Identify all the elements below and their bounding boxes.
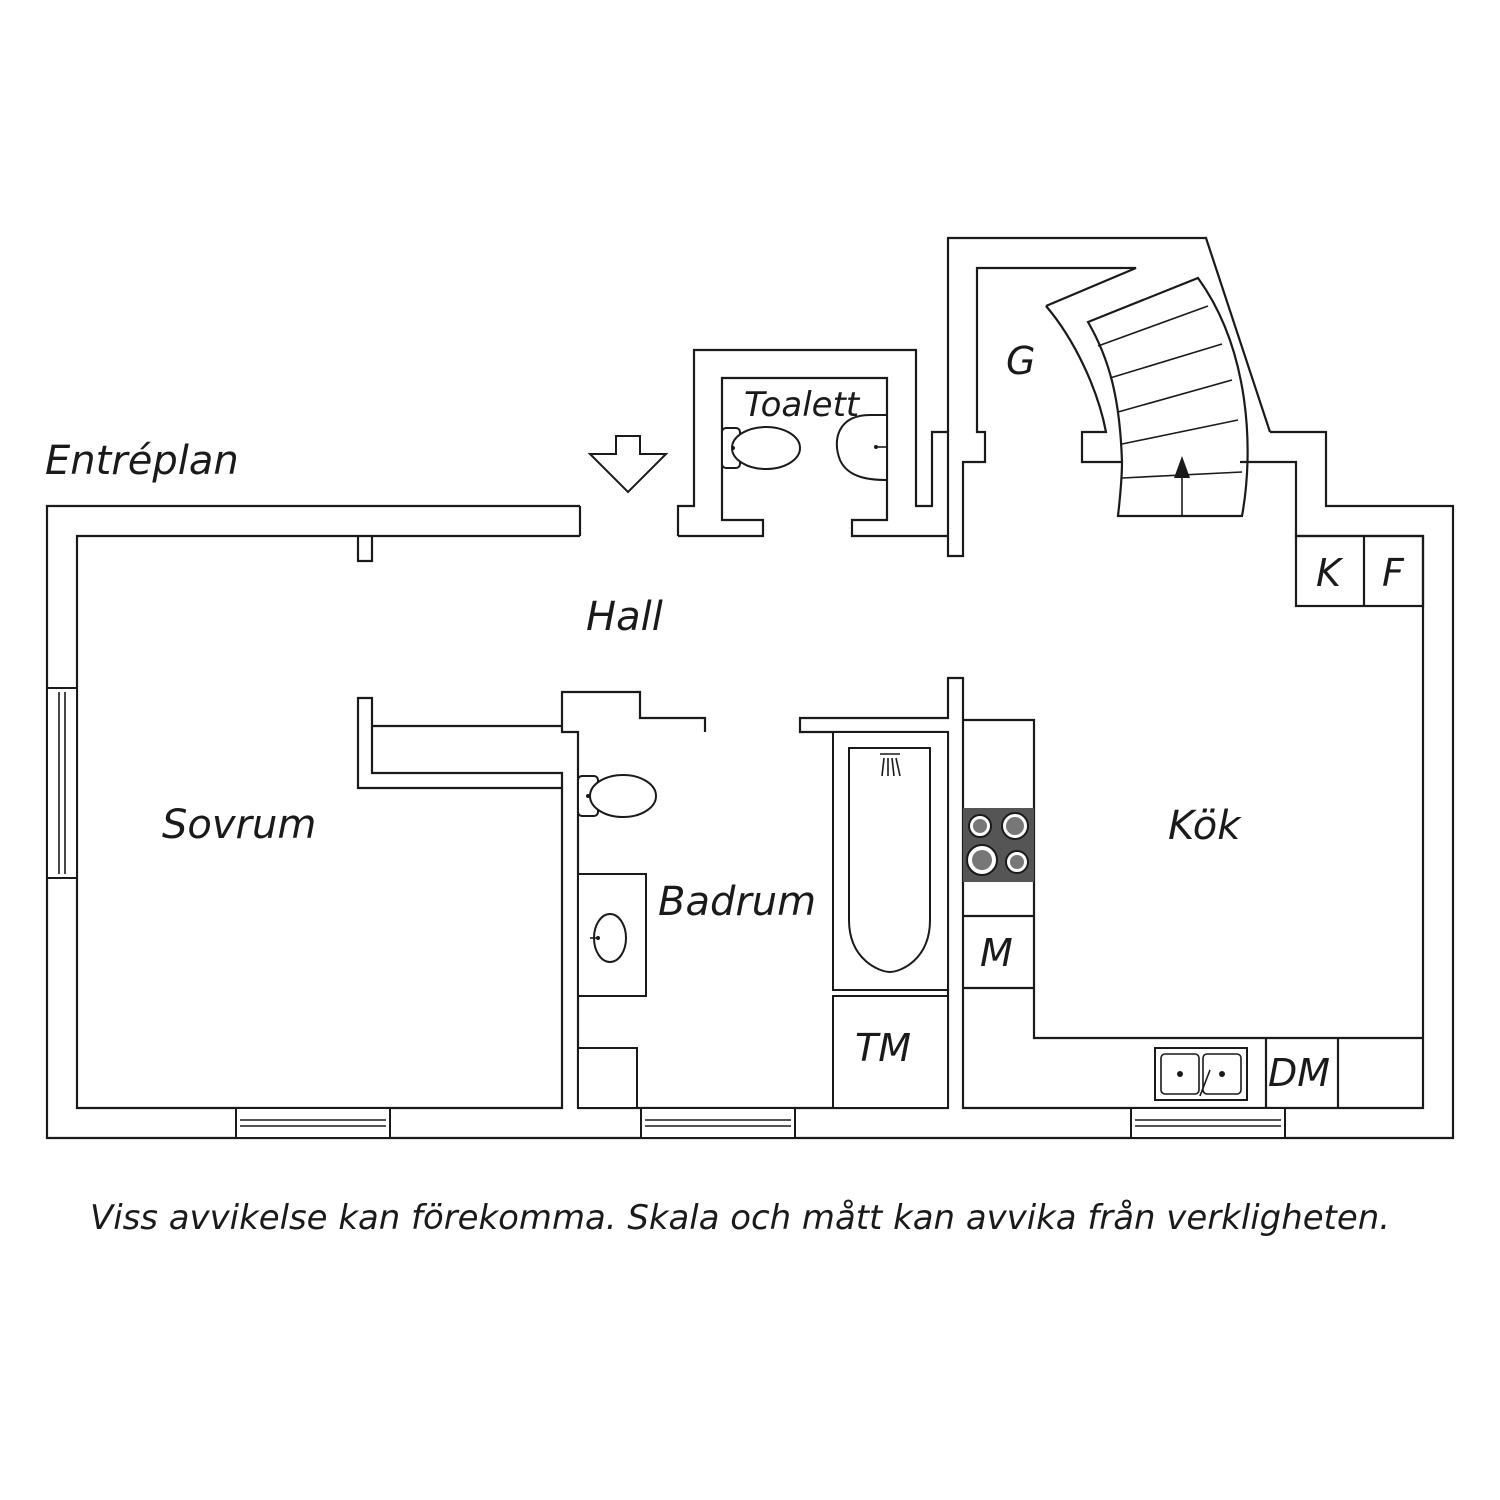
stove-icon (963, 808, 1034, 882)
bathtub-icon (832, 731, 949, 991)
entrance-arrow-icon (587, 435, 669, 494)
sink-icon (835, 414, 888, 482)
room-label-hall: Hall (586, 594, 663, 640)
toalett-walls (676, 236, 1272, 558)
toilet-icon (721, 426, 801, 470)
appliance-label-m: M (980, 931, 1013, 975)
bathroom-cabinet (577, 1047, 638, 1109)
appliance-label-k: K (1316, 551, 1344, 595)
disclaimer-text: Viss avvikelse kan förekomma. Skala och … (90, 1198, 1390, 1238)
staircase (1045, 276, 1249, 518)
room-label-toalett: Toalett (744, 385, 861, 425)
room-label-badrum: Badrum (658, 879, 816, 925)
room-label-sovrum: Sovrum (162, 802, 316, 848)
kitchen-sink-icon (1154, 1047, 1248, 1101)
appliance-label-f: F (1382, 551, 1405, 595)
outer-walls (45, 430, 1455, 1140)
windows (46, 687, 1286, 1139)
appliance-label-dm: DM (1268, 1051, 1330, 1095)
floor-label: Entréplan (45, 438, 239, 484)
room-label-kok: Kök (1168, 803, 1242, 849)
bathroom-sink-icon (577, 873, 647, 997)
room-label-g: G (1006, 339, 1035, 383)
appliance-label-tm: TM (855, 1026, 911, 1070)
bathroom-toilet-icon (577, 774, 657, 818)
washing-machine (832, 995, 949, 1109)
